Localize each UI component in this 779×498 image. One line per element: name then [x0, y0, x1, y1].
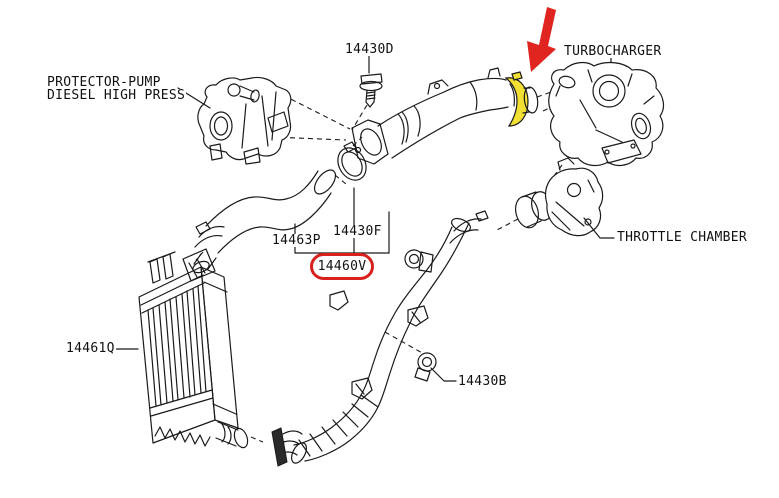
- label-part-14463p: 14463P: [271, 233, 322, 248]
- label-part-14430f: 14430F: [332, 224, 383, 239]
- lower-air-duct-drawing: [271, 210, 489, 467]
- highlighted-clamp-drawing: [504, 71, 539, 127]
- bolt-14430d-drawing: [359, 55, 383, 108]
- intercooler-drawing: [112, 251, 249, 449]
- mount-14430b-drawing: [414, 352, 457, 382]
- label-part-14460v: 14460V: [317, 259, 367, 274]
- label-part-14430b: 14430B: [457, 374, 508, 389]
- label-part-14430d: 14430D: [344, 42, 395, 57]
- label-part-14461q: 14461Q: [65, 341, 116, 356]
- highlighted-part-callout-14460v[interactable]: 14460V: [310, 253, 374, 280]
- label-throttle-chamber: THROTTLE CHAMBER: [616, 230, 749, 245]
- label-protector-pump-line2: DIESEL HIGH PRESS: [46, 88, 187, 103]
- turbocharger-drawing: [548, 57, 665, 167]
- clamp-14430f-drawing: [337, 141, 367, 181]
- air-inlet-tube-drawing: [351, 67, 509, 165]
- throttle-chamber-drawing: [514, 157, 615, 239]
- red-pointer-arrow: [527, 7, 556, 72]
- diesel-pump-drawing: [177, 76, 292, 165]
- label-turbocharger: TURBOCHARGER: [563, 44, 663, 59]
- charge-air-hose-14463p-drawing: [182, 169, 337, 282]
- label-protector-pump-line1: PROTECTOR-PUMP: [46, 75, 162, 90]
